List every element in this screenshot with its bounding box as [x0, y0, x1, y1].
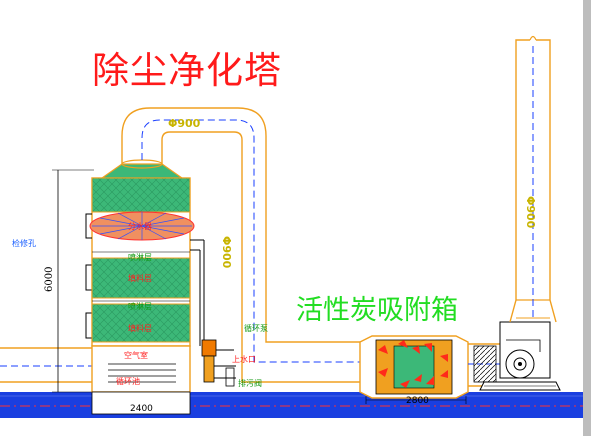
base-width-right-label: 2800 [406, 396, 429, 406]
circulation-pipe [190, 239, 236, 387]
circulation-pump-label: 循环泵 [244, 324, 268, 333]
base-width-left-label: 2400 [130, 404, 153, 414]
floor [0, 392, 591, 418]
drain-outlet-label: 排污阀 [238, 379, 262, 388]
inlet-duct [0, 347, 96, 383]
tower-height-label: 6000 [44, 266, 55, 292]
blower-fan [479, 321, 561, 391]
scrubber-tower [85, 159, 195, 415]
defog-layer-top-label: 喷淋层 [128, 253, 152, 262]
title-carbon-box: 活性炭吸附箱 [296, 295, 458, 326]
tower-height-dimension [52, 169, 94, 393]
title-dust-tower: 除尘净化塔 [92, 49, 282, 92]
defog-layer-mid-label: 喷淋层 [128, 302, 152, 311]
circulation-tank-label: 循环池 [116, 377, 140, 386]
duct-diameter-stack: Φ900 [524, 196, 537, 229]
air-chamber-label: 空气室 [124, 351, 148, 360]
fan-duct [468, 343, 500, 387]
spray-layer-label: 分水器 [128, 222, 152, 231]
exhaust-stack [509, 35, 557, 323]
packing-layer-2-label: 填料层 [128, 324, 152, 333]
packing-layer-1-label: 填料层 [128, 274, 152, 283]
carbon-adsorber [359, 335, 469, 404]
inspection-hole-label: 检修孔 [12, 239, 36, 248]
duct-diameter-top: Φ900 [168, 117, 201, 130]
edge-bar [583, 0, 591, 436]
main-duct [121, 107, 370, 383]
water-inlet-label: 上水口 [232, 355, 256, 364]
duct-diameter-vertical: Φ900 [220, 236, 233, 269]
